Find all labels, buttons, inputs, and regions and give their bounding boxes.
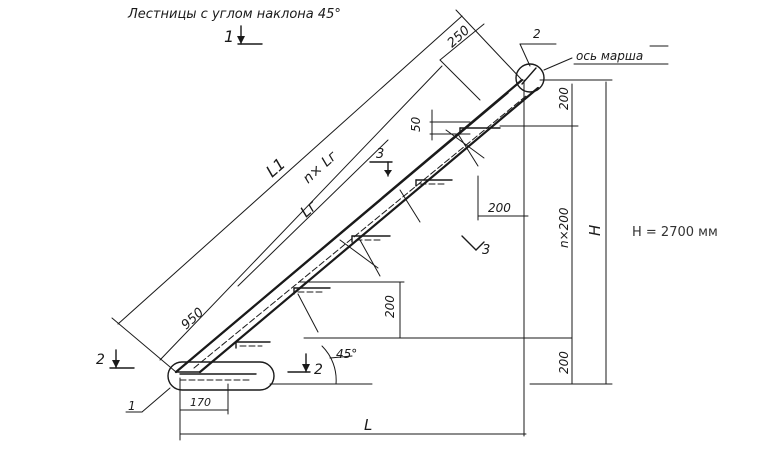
section-mark-2-right: 2	[287, 353, 323, 378]
dim-250: 250	[439, 23, 485, 101]
svg-text:45°: 45°	[336, 347, 357, 361]
dim-170: 170	[190, 396, 211, 409]
height-note: H = 2700 мм	[632, 225, 718, 240]
svg-text:3: 3	[376, 147, 384, 162]
dim-50: 50	[409, 109, 471, 141]
bottom-node	[167, 361, 275, 391]
dim-big-l: L	[364, 416, 372, 434]
svg-text:200: 200	[488, 201, 511, 215]
svg-text:Lг: Lг	[297, 197, 321, 221]
svg-text:1: 1	[224, 27, 234, 46]
dim-h-top-200: 200	[557, 87, 571, 110]
stair-treads	[235, 127, 501, 349]
section-mark-2-left: 2	[96, 349, 135, 369]
axis-label: ось марша	[576, 49, 643, 63]
svg-text:1: 1	[128, 399, 136, 413]
angle-45: 45°	[269, 345, 373, 385]
dim-bottom: 170 L	[179, 377, 527, 441]
dim-200-vertical: 200	[299, 281, 573, 339]
dim-200-right: 200	[477, 175, 529, 221]
svg-text:2: 2	[314, 362, 323, 378]
drawing-title: Лестницы с углом наклона 45°	[127, 7, 341, 22]
dim-l1: L1	[111, 9, 523, 373]
svg-text:2: 2	[533, 27, 541, 41]
callout-node-2: 2	[519, 27, 557, 67]
svg-text:50: 50	[409, 116, 423, 132]
axis-label-group: ось марша	[543, 45, 669, 71]
section-mark-3-lower: 3	[461, 235, 490, 258]
dim-big-h: H	[586, 225, 604, 236]
dim-950: 950	[179, 305, 207, 333]
svg-text:2: 2	[96, 352, 105, 368]
dim-right-chain: 200 n×200 200 H	[499, 79, 613, 437]
dim-h-bottom-200: 200	[557, 351, 571, 374]
stair-stringer	[174, 78, 540, 374]
dim-n-200: n×200	[557, 207, 571, 248]
section-mark-1: 1	[224, 25, 263, 46]
svg-text:n× Lг: n× Lг	[300, 148, 341, 187]
svg-text:950: 950	[179, 305, 207, 333]
svg-text:L1: L1	[262, 154, 289, 181]
svg-text:3: 3	[482, 243, 490, 258]
section-mark-3-upper: 3	[369, 147, 393, 177]
callout-node-1: 1	[125, 387, 171, 413]
svg-text:200: 200	[383, 295, 397, 318]
